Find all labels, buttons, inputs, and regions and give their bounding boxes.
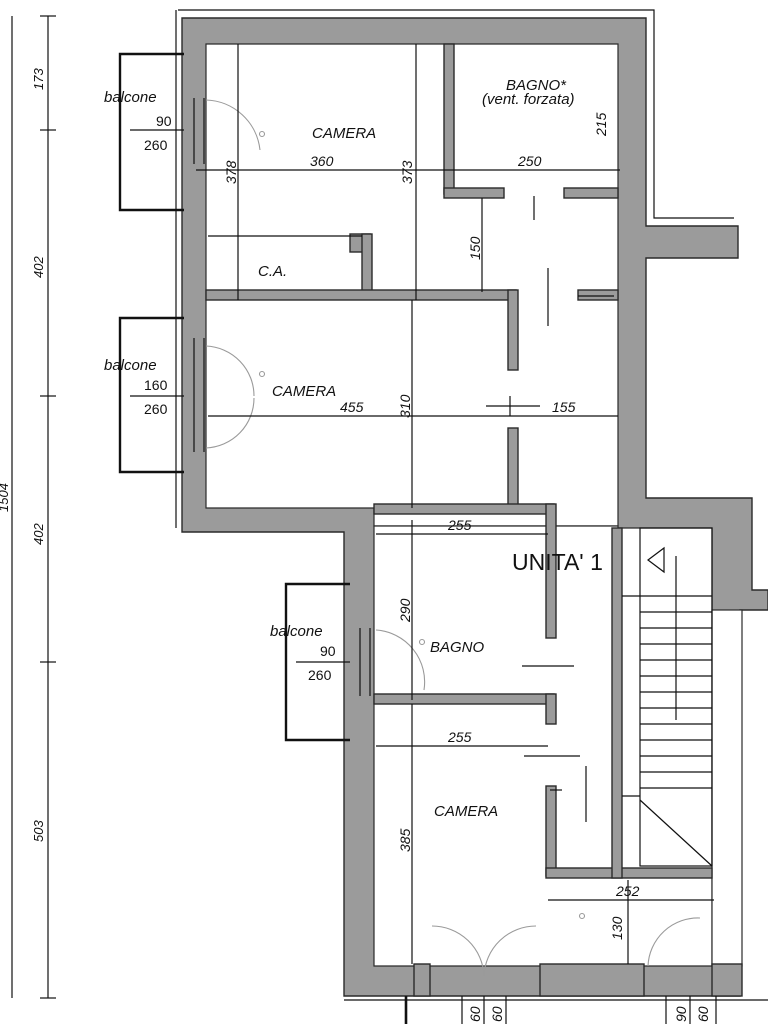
- window-left-h: 60: [489, 1006, 505, 1022]
- ruler-segment-1: 173: [31, 68, 46, 90]
- room-labels: CAMERA BAGNO* (vent. forzata) C.A. CAMER…: [258, 77, 603, 820]
- bottom-windows: 60 60 90 60: [344, 996, 768, 1024]
- staircase: [622, 527, 713, 867]
- balcony-3-outline: [284, 582, 350, 742]
- dimension-labels: 360 250 373 378 215 150 455 310 155 255 …: [223, 112, 640, 940]
- balcony-1-label: balcone: [104, 89, 157, 106]
- ruler-segment-2: 402: [31, 256, 46, 278]
- balcony-2-outline: [118, 316, 184, 474]
- window-right-h: 60: [695, 1006, 711, 1022]
- dim-373: 373: [399, 160, 415, 184]
- dim-378: 378: [223, 160, 239, 184]
- room-camera-1: CAMERA: [312, 125, 376, 142]
- balcony-1-height: 260: [144, 137, 168, 153]
- door-swings: [193, 98, 701, 977]
- room-camera-2: CAMERA: [272, 383, 336, 400]
- dim-360: 360: [310, 153, 334, 169]
- balconies: [118, 52, 350, 742]
- room-camera-3: CAMERA: [434, 803, 498, 820]
- room-bagno-1-note: (vent. forzata): [482, 91, 575, 108]
- window-left-w: 60: [467, 1006, 483, 1022]
- ruler-segment-3: 402: [31, 523, 46, 545]
- balcony-2-height: 260: [144, 401, 168, 417]
- balcony-1-width: 90: [156, 113, 172, 129]
- dim-455: 455: [340, 399, 364, 415]
- dim-130: 130: [609, 916, 625, 940]
- door-lines: [486, 196, 614, 822]
- room-ca: C.A.: [258, 263, 287, 280]
- balcony-3-width: 90: [320, 643, 336, 659]
- dim-310: 310: [397, 394, 413, 418]
- dim-150: 150: [467, 236, 483, 260]
- room-bagno-1: BAGNO*: [506, 77, 567, 94]
- dimension-lines: [196, 44, 714, 964]
- dim-385: 385: [397, 828, 413, 852]
- balcony-labels: balcone 90 260 balcone 160 260 balcone 9…: [104, 89, 350, 683]
- balcony-1-outline: [118, 52, 184, 212]
- balcony-3-height: 260: [308, 667, 332, 683]
- dim-252: 252: [615, 883, 640, 899]
- balcony-2-label: balcone: [104, 357, 157, 374]
- balcony-3-label: balcone: [270, 623, 323, 640]
- walls: [175, 9, 768, 997]
- dim-215: 215: [593, 112, 609, 137]
- dim-155: 155: [552, 399, 576, 415]
- ruler-total: 1504: [0, 483, 11, 512]
- window-right-w: 90: [673, 1006, 689, 1022]
- markers: [258, 130, 586, 920]
- partitions: [205, 43, 743, 997]
- balcony-2-width: 160: [144, 377, 168, 393]
- dim-255-a: 255: [447, 517, 472, 533]
- dim-255-b: 255: [447, 729, 472, 745]
- room-bagno-2: BAGNO: [430, 639, 485, 656]
- dim-250: 250: [517, 153, 542, 169]
- left-ruler: 173 402 402 503 1504: [0, 15, 56, 999]
- dim-290: 290: [397, 598, 413, 623]
- unit-label: UNITA' 1: [512, 549, 603, 575]
- ruler-segment-4: 503: [31, 820, 46, 842]
